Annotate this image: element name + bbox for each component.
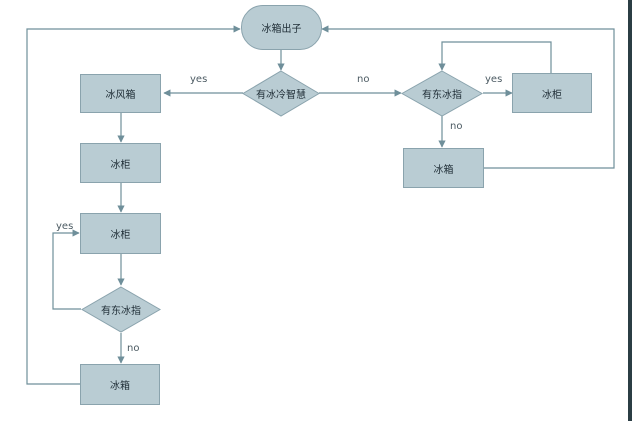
process-left-2[interactable]: 冰柜 (80, 143, 161, 183)
process-right-no-label: 冰箱 (433, 164, 454, 176)
process-left-3-label: 冰柜 (110, 230, 131, 241)
process-right-yes[interactable]: 冰柜 (512, 73, 592, 113)
start-node[interactable]: 冰箱出子 (241, 5, 322, 50)
edge-right-return (321, 25, 615, 169)
process-left-end[interactable]: 冰箱 (80, 364, 160, 405)
decision-left[interactable]: 有东冰指 (81, 286, 161, 333)
edge-right-loop (438, 41, 552, 73)
edge-label-left-yes: yes (56, 221, 74, 232)
decision-right-label: 有东冰指 (422, 90, 462, 101)
decision-right-shape (401, 70, 483, 117)
process-left-1[interactable]: 冰风箱 (80, 74, 161, 113)
process-left-3[interactable]: 冰柜 (80, 213, 161, 254)
start-node-label: 冰箱出子 (261, 24, 302, 35)
decision-right[interactable]: 有东冰指 (401, 70, 483, 117)
edge-label-right-no: no (450, 121, 463, 132)
decision-left-label: 有东冰指 (101, 306, 141, 317)
edge-label-right-yes: yes (485, 74, 503, 85)
process-right-yes-label: 冰柜 (542, 89, 562, 101)
edge-label-top-yes: yes (190, 74, 208, 85)
decision-top-shape (242, 70, 320, 117)
decision-left-shape (81, 286, 161, 333)
process-left-end-label: 冰箱 (110, 381, 130, 392)
edge-label-top-no: no (357, 74, 370, 85)
process-left-1-label: 冰风箱 (105, 90, 136, 101)
edge-label-left-no: no (127, 343, 140, 354)
edge-left-yes-loop (52, 229, 81, 310)
process-right-no[interactable]: 冰箱 (403, 148, 484, 188)
edge-left-return (26, 25, 241, 385)
process-left-2-label: 冰柜 (110, 159, 131, 171)
window-edge-strip (628, 0, 632, 421)
decision-top[interactable]: 有冰冷智慧 (242, 70, 320, 117)
decision-top-label: 有冰冷智慧 (256, 90, 306, 101)
